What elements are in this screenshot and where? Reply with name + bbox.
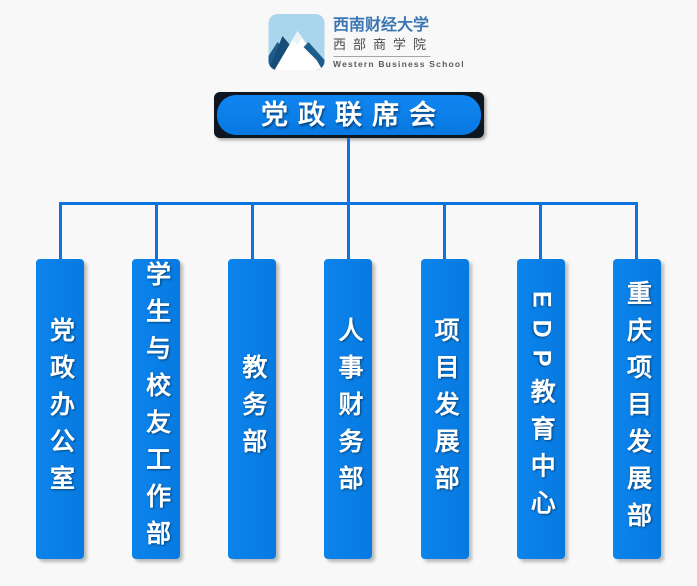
org-root-node-inner: 党政联席会 [216, 95, 481, 135]
school-name-cn: 西部商学院 [333, 37, 434, 52]
department-box-dangzheng-bangongshi: 党政办公室 [36, 259, 84, 559]
connector-stub-line [346, 203, 350, 259]
department-column: 教务部 [228, 203, 277, 559]
department-box-jiaowubu: 教务部 [228, 259, 277, 559]
department-box-renshi-caiwu: 人事财务部 [324, 259, 373, 559]
connector-stub-line [250, 203, 254, 259]
department-column: 党政办公室 [36, 203, 84, 559]
department-column: 项目发展部 [420, 203, 469, 559]
department-label: 重庆项目发展部 [623, 279, 652, 539]
connector-stub-line [443, 203, 447, 259]
department-column: 学生与校友工作部 [132, 203, 181, 559]
logo-text-block: 西南财经大学 西部商学院 Western Business School [333, 15, 465, 69]
department-label: 党政办公室 [46, 316, 75, 502]
department-box-xiangmu-fazhan: 项目发展部 [420, 259, 469, 559]
university-name: 西南财经大学 [333, 15, 430, 34]
department-box-chongqing-xiangmu: 重庆项目发展部 [612, 259, 661, 559]
department-box-xuesheng-xiaoyou: 学生与校友工作部 [132, 259, 181, 559]
department-label: 人事财务部 [334, 316, 363, 502]
connector-stub-line [58, 203, 62, 259]
mountain-logo-icon [268, 14, 324, 70]
logo-divider [333, 56, 430, 57]
org-root-label: 党政联席会 [261, 99, 446, 130]
department-label: 项目发展部 [431, 316, 460, 502]
department-column: 人事财务部 [324, 203, 373, 559]
org-root-node: 党政联席会 [213, 92, 484, 138]
connector-stub-line [539, 203, 543, 259]
connector-stub-line [635, 203, 639, 259]
department-row: 党政办公室 学生与校友工作部 教务部 人事财务部 项目发展部 [0, 203, 697, 559]
connector-stub-line [154, 203, 158, 259]
school-name-en: Western Business School [333, 59, 465, 69]
department-column: EDP教育中心 [516, 203, 565, 559]
department-box-edp-jiaoyu: EDP教育中心 [516, 259, 565, 559]
department-label: EDP教育中心 [527, 291, 556, 527]
department-label: 学生与校友工作部 [142, 261, 171, 557]
department-column: 重庆项目发展部 [612, 203, 661, 559]
department-label: 教务部 [238, 353, 267, 465]
connector-root-drop-line [346, 138, 350, 203]
school-logo: 西南财经大学 西部商学院 Western Business School [268, 14, 465, 70]
